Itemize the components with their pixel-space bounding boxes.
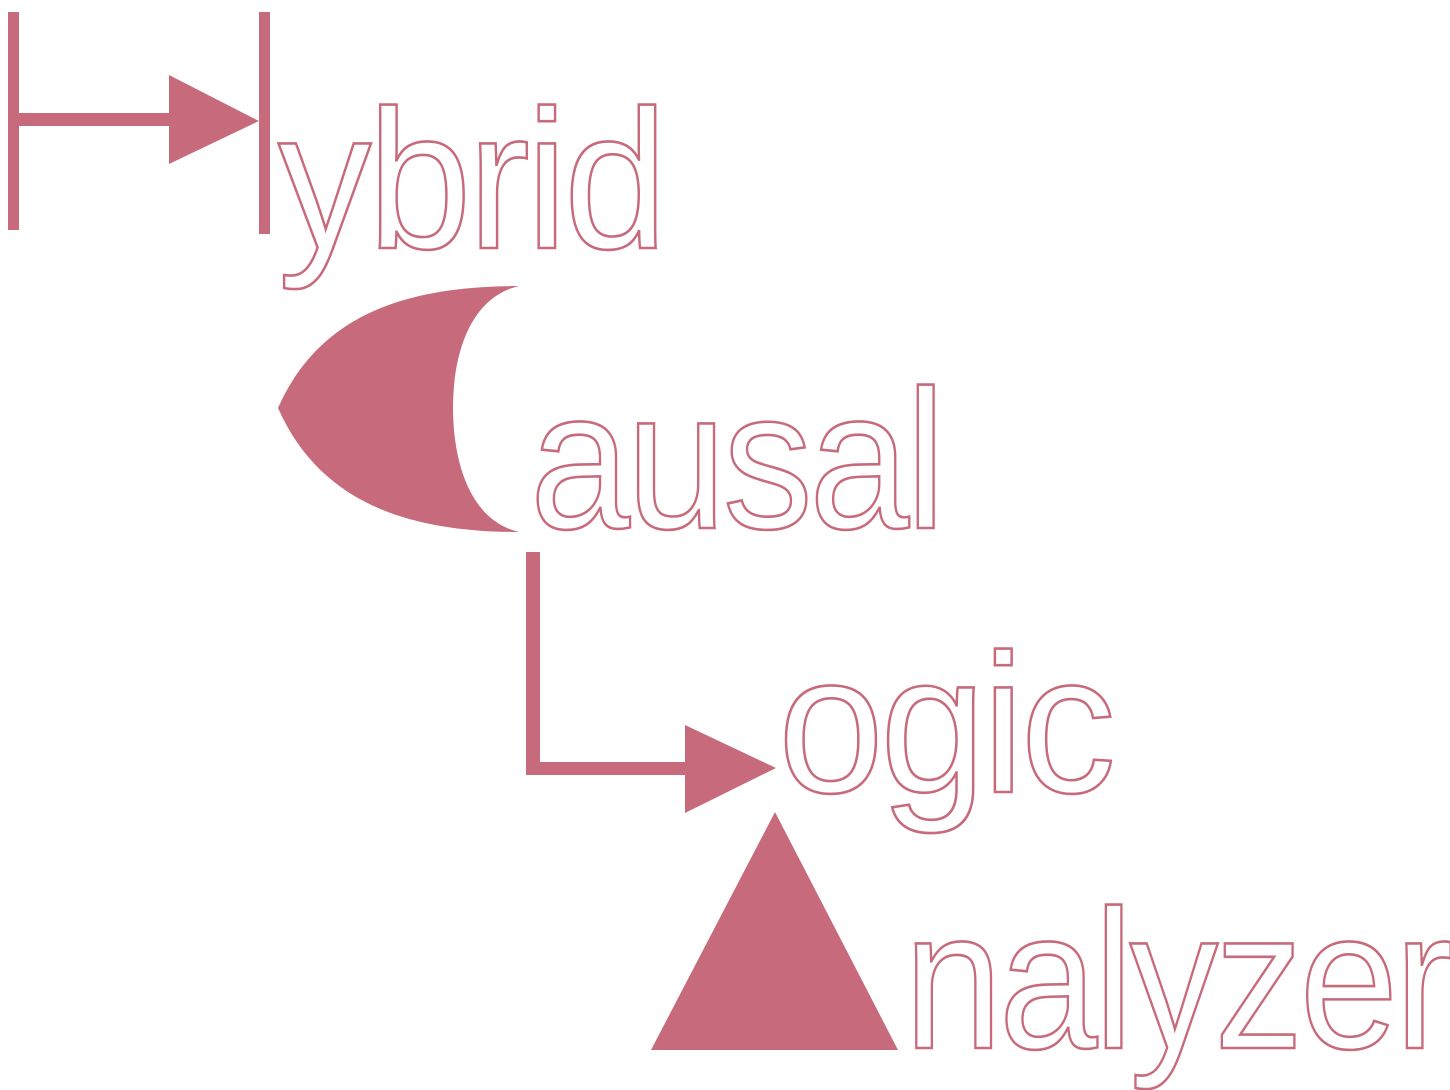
arrow-h-icon: [8, 12, 270, 234]
arrow-l-icon: [526, 552, 776, 813]
or-gate-c-icon: [278, 286, 519, 532]
word-logic-rest: ogic: [778, 613, 1112, 834]
word-analyzer-rest: nalyzer: [904, 869, 1450, 1090]
triangle-a-icon: [651, 812, 898, 1050]
word-hybrid-rest: ybrid: [278, 69, 664, 290]
word-causal-rest: ausal: [530, 349, 942, 570]
